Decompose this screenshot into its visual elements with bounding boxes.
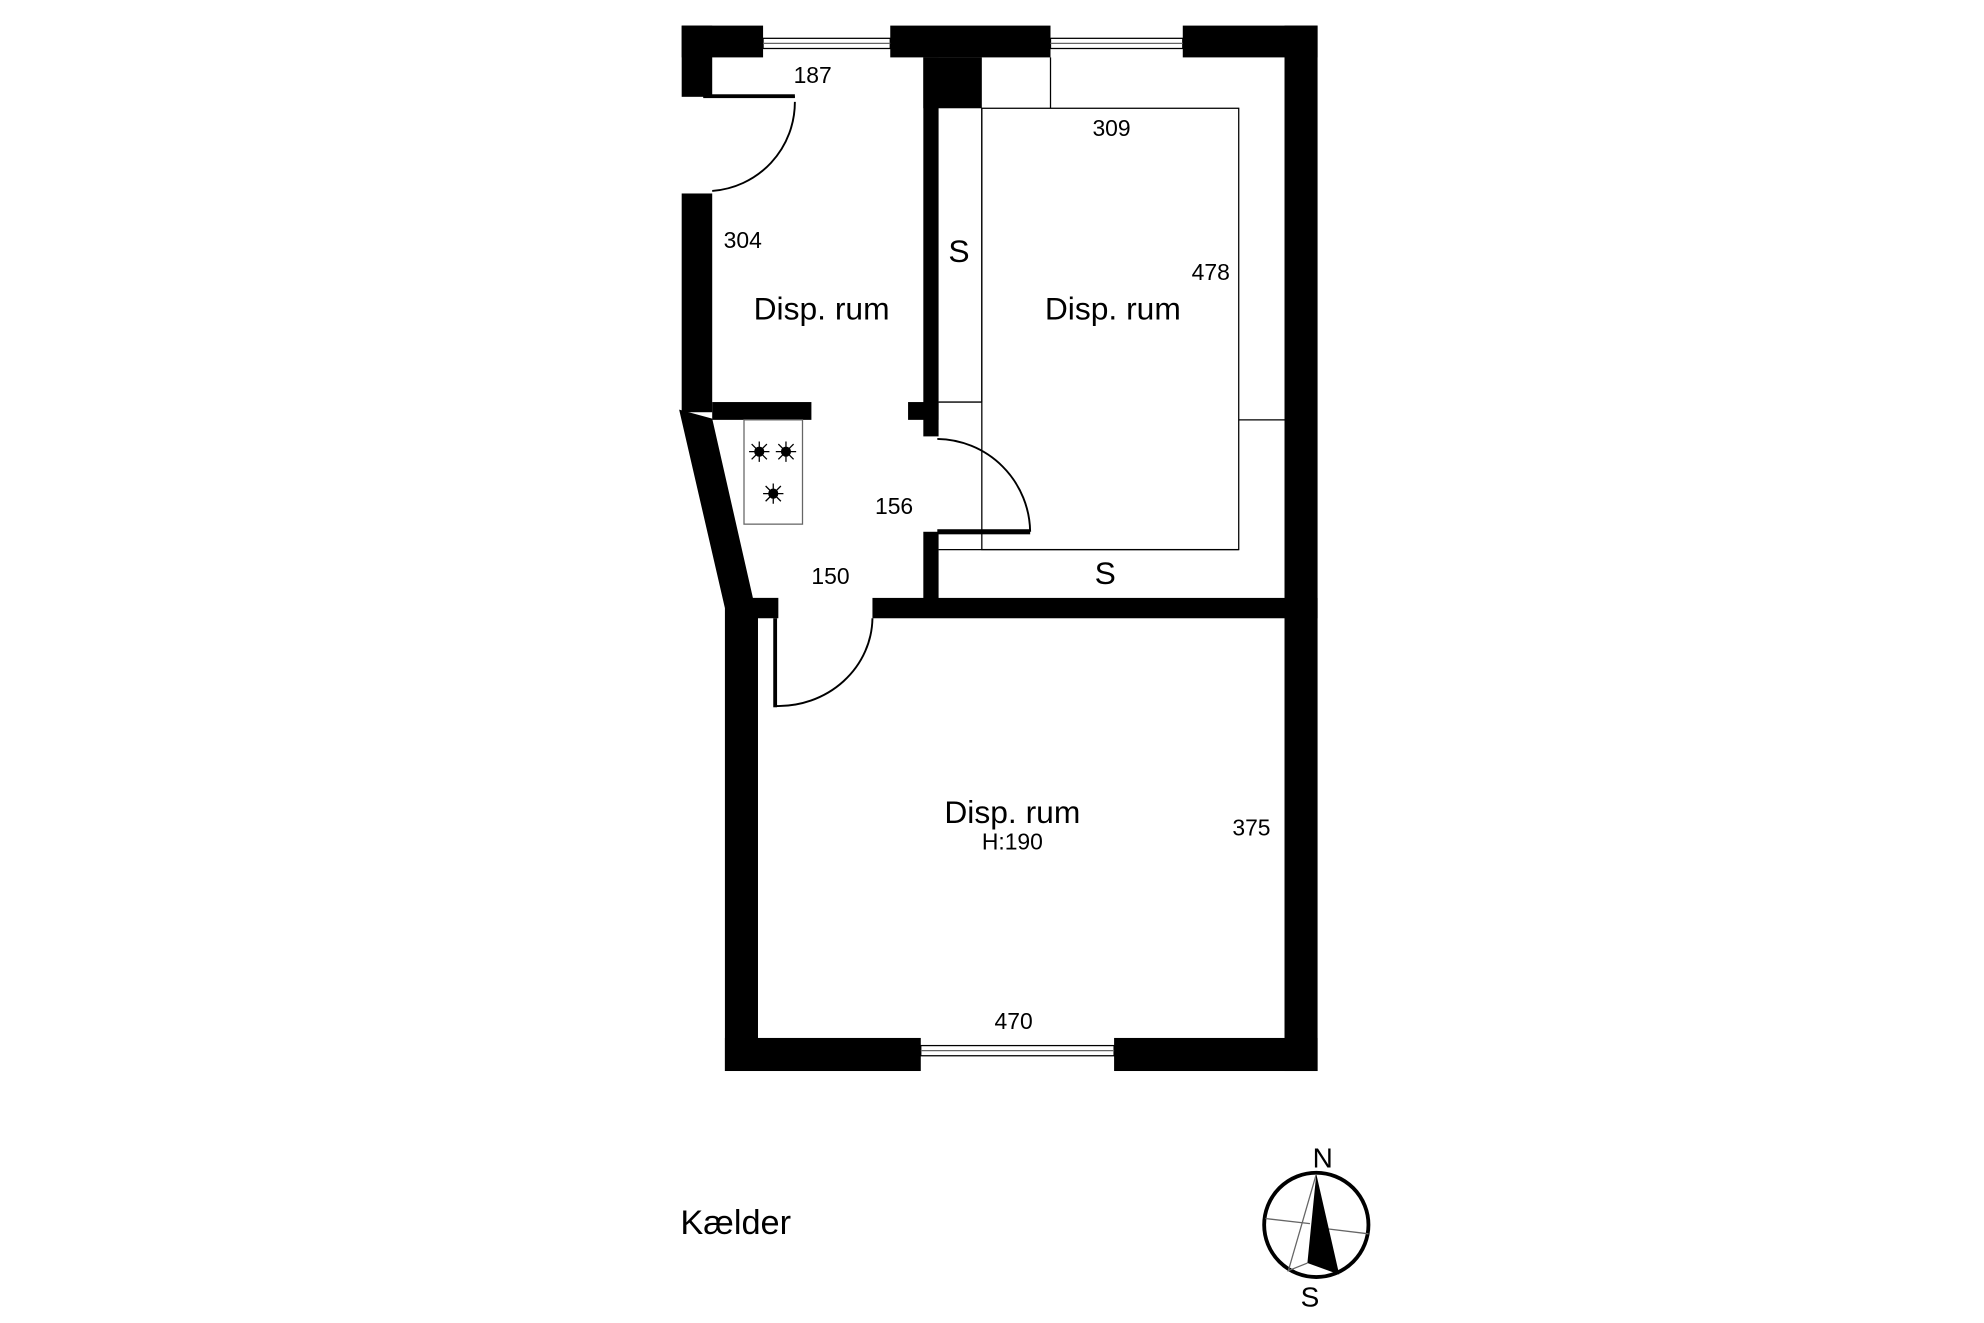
dimension-label: 375 [1232, 815, 1270, 841]
door-entrance [703, 95, 796, 192]
walls [679, 25, 1318, 1072]
dimension-label: 156 [875, 493, 913, 519]
dimension-label: 309 [1092, 115, 1130, 141]
closet-mark: S [948, 233, 969, 269]
doors [703, 94, 1032, 708]
floor-label: Kælder [680, 1204, 791, 1242]
room-label: Disp. rum [754, 290, 890, 326]
compass-north: N [1313, 1143, 1333, 1174]
door-lower-room [775, 618, 874, 707]
dimension-label: 304 [724, 227, 762, 253]
closet-mark: S [1095, 555, 1116, 591]
interior-lines [938, 57, 1285, 551]
dimension-label: 470 [995, 1008, 1033, 1034]
room-label: Disp. rum [1045, 290, 1181, 326]
labels: 187 304 Disp. rum 309 478 Disp. rum S S … [680, 62, 1270, 1242]
compass-south: S [1301, 1281, 1320, 1312]
stove [743, 419, 804, 525]
compass-icon: N S [1262, 1143, 1371, 1312]
windows [762, 37, 1184, 1057]
dimension-label: 187 [794, 62, 832, 88]
door-right-room [937, 437, 1032, 532]
burner-icon [749, 441, 770, 462]
room-label: Disp. rum [944, 794, 1080, 830]
dimension-label: 478 [1192, 259, 1230, 285]
burner-icon [775, 441, 797, 462]
room-height-label: H:190 [982, 829, 1043, 855]
burner-icon [763, 483, 784, 504]
dimension-label: 150 [811, 563, 849, 589]
